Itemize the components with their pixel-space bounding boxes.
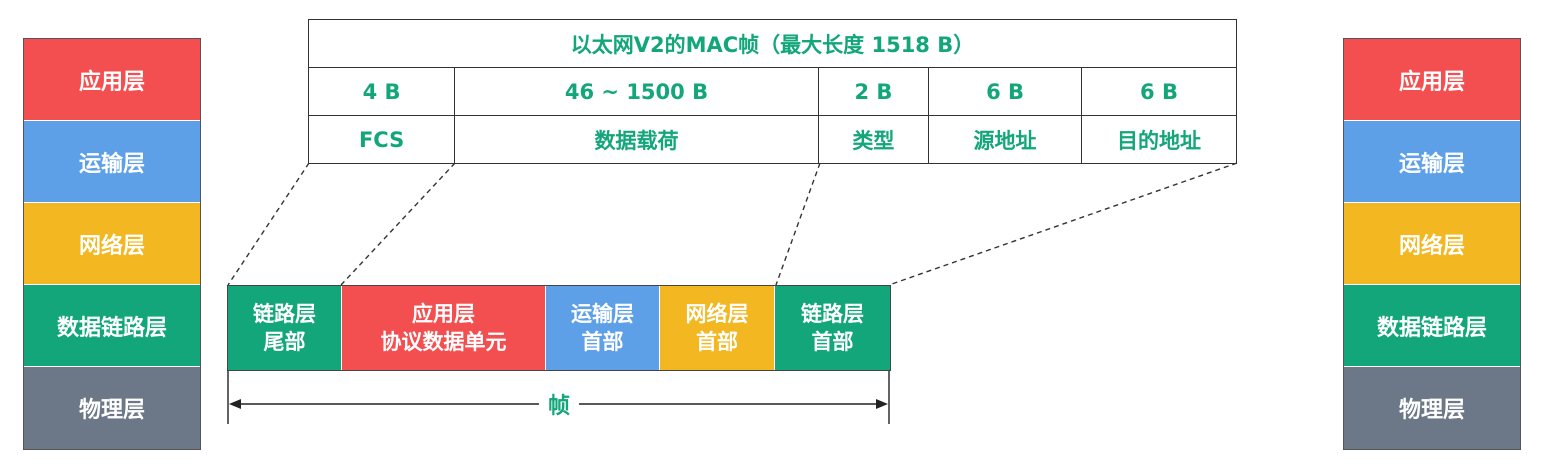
- mac-frame-title: 以太网V2的MAC帧（最大长度 1518 B）: [308, 19, 1237, 68]
- segment-link-header: 链路层 首部: [775, 286, 890, 370]
- segment-application-pdu-line2: 协议数据单元: [380, 330, 507, 354]
- right-transport-layer: 运输层: [1344, 121, 1520, 203]
- right-network-layer: 网络层: [1344, 203, 1520, 285]
- segment-link-header-line1: 链路层: [801, 301, 864, 326]
- frame-label: 帧: [539, 388, 579, 420]
- left-layer-stack: 应用层 运输层 网络层 数据链路层 物理层: [23, 38, 201, 450]
- left-network-layer: 网络层: [24, 203, 200, 285]
- segment-link-header-line2: 首部: [811, 330, 854, 354]
- right-application-layer: 应用层: [1344, 39, 1520, 121]
- segment-application-pdu-line1: 应用层: [412, 301, 475, 326]
- segment-application-pdu: 应用层 协议数据单元: [342, 286, 546, 370]
- mac-frame-table: 以太网V2的MAC帧（最大长度 1518 B） 4 B 46 ~ 1500 B …: [307, 19, 1237, 164]
- field-payload: 数据载荷: [454, 115, 819, 164]
- frame-arrow-left-head: [229, 399, 241, 409]
- segment-transport-header-line2: 首部: [581, 330, 624, 354]
- size-source-address: 6 B: [928, 67, 1083, 116]
- field-fcs: FCS: [307, 115, 456, 164]
- segment-link-trailer-line2: 尾部: [263, 330, 306, 354]
- size-destination-address: 6 B: [1081, 67, 1237, 116]
- size-type: 2 B: [817, 67, 930, 116]
- dashed-line-fcs-left: [227, 162, 310, 286]
- right-physical-layer: 物理层: [1344, 367, 1520, 449]
- right-data-link-layer: 数据链路层: [1344, 285, 1520, 367]
- left-data-link-layer: 数据链路层: [24, 285, 200, 367]
- segment-transport-header: 运输层 首部: [546, 286, 660, 370]
- segment-network-header-line1: 网络层: [685, 301, 749, 326]
- dashed-line-payload-right: [775, 162, 821, 286]
- segment-link-trailer: 链路层 尾部: [228, 286, 342, 370]
- segment-network-header: 网络层 首部: [660, 286, 775, 370]
- segment-transport-header-line1: 运输层: [571, 301, 634, 326]
- left-transport-layer: 运输层: [24, 121, 200, 203]
- field-source-address: 源地址: [928, 115, 1083, 164]
- size-fcs: 4 B: [307, 67, 456, 116]
- left-application-layer: 应用层: [24, 39, 200, 121]
- frame-arrow-right-head: [876, 399, 888, 409]
- dashed-line-header-right: [888, 162, 1238, 286]
- segment-link-trailer-line1: 链路层: [253, 301, 316, 326]
- segment-network-header-line2: 首部: [696, 330, 738, 354]
- size-payload: 46 ~ 1500 B: [454, 67, 819, 116]
- field-type: 类型: [817, 115, 930, 164]
- right-layer-stack: 应用层 运输层 网络层 数据链路层 物理层: [1343, 38, 1521, 450]
- field-destination-address: 目的地址: [1081, 115, 1237, 164]
- frame-structure: 链路层 尾部 应用层 协议数据单元 运输层 首部 网络层 首部 链路层 首部: [227, 285, 891, 371]
- dashed-line-fcs-right: [340, 162, 456, 286]
- left-physical-layer: 物理层: [24, 367, 200, 449]
